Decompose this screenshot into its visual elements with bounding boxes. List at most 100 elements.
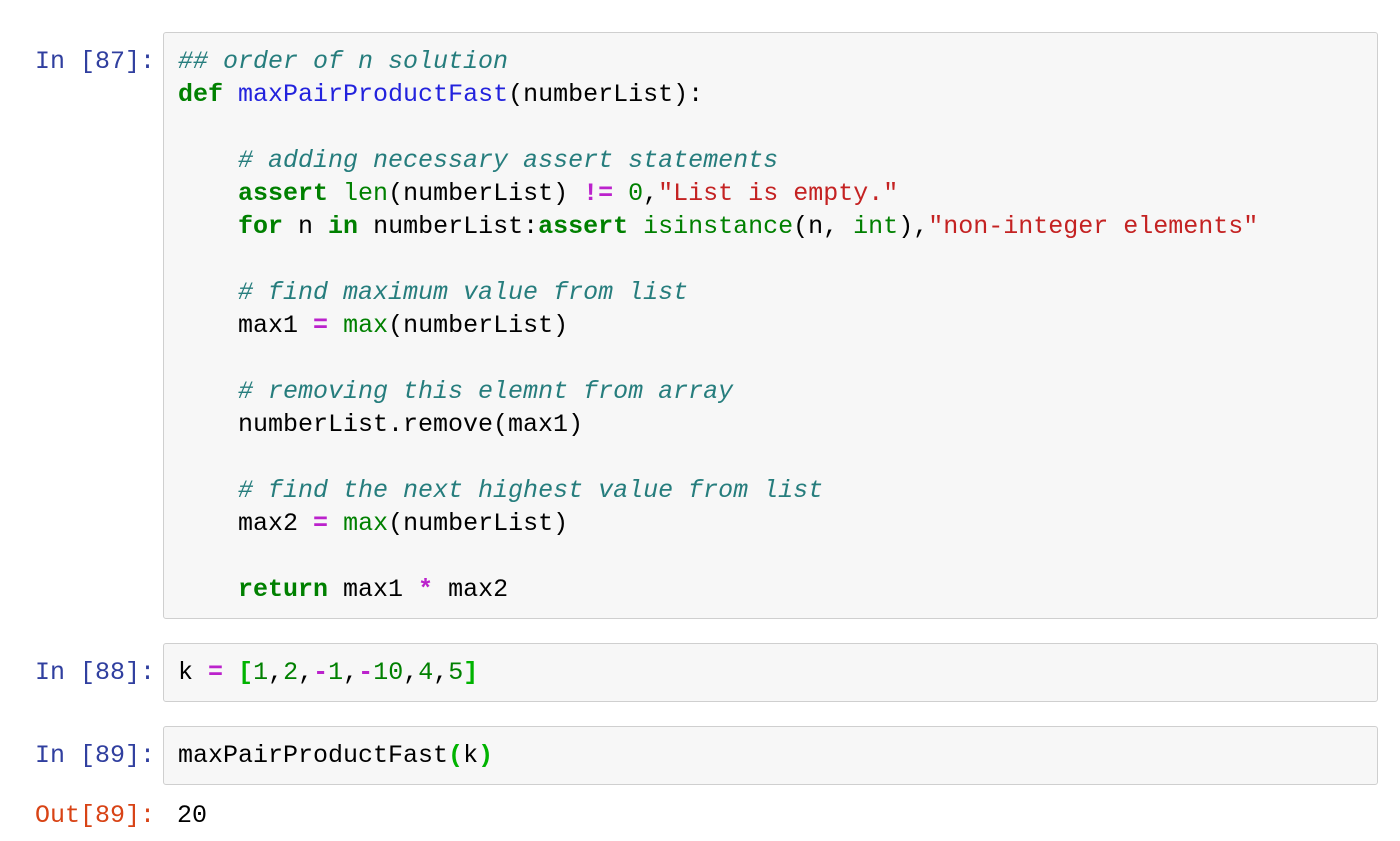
code-line bbox=[178, 243, 1363, 276]
code-token-operator: != bbox=[583, 179, 614, 208]
code-token-string: "List is empty." bbox=[658, 179, 899, 208]
code-token-comment: # adding necessary assert statements bbox=[238, 146, 779, 175]
code-token-bracket: ( bbox=[448, 741, 464, 770]
input-prompt-87: In [87]: bbox=[34, 47, 155, 76]
code-token-number: 1 bbox=[253, 658, 269, 687]
code-token-keyword: def bbox=[178, 80, 224, 109]
code-line: assert len(numberList) != 0,"List is emp… bbox=[178, 177, 1363, 210]
code-token-operator: = bbox=[208, 658, 224, 687]
code-token-plain bbox=[628, 212, 643, 241]
code-token-number: 10 bbox=[373, 658, 404, 687]
code-line: # find the next highest value from list bbox=[178, 474, 1363, 507]
code-line: def maxPairProductFast(numberList): bbox=[178, 78, 1363, 111]
code-token-plain: , bbox=[403, 658, 419, 687]
code-token-plain: (numberList) bbox=[388, 179, 584, 208]
code-editor-88[interactable]: k = [1,2,-1,-10,4,5] bbox=[163, 643, 1378, 702]
code-token-plain bbox=[178, 278, 238, 307]
code-token-bracket: [ bbox=[238, 658, 254, 687]
code-line: for n in numberList:assert isinstance(n,… bbox=[178, 210, 1363, 243]
code-token-number: 1 bbox=[328, 658, 344, 687]
code-token-comment: # find maximum value from list bbox=[238, 278, 689, 307]
code-token-plain: (n, bbox=[793, 212, 854, 241]
code-token-keyword: assert bbox=[538, 212, 629, 241]
code-token-builtin: int bbox=[853, 212, 899, 241]
code-token-plain: , bbox=[298, 658, 314, 687]
code-token-defname: maxPairProductFast bbox=[238, 80, 509, 109]
code-token-plain: , bbox=[268, 658, 284, 687]
code-token-plain: max1 bbox=[178, 311, 314, 340]
code-token-operator: * bbox=[418, 575, 434, 604]
input-prompt-88: In [88]: bbox=[34, 658, 155, 687]
code-token-keyword: for bbox=[238, 212, 284, 241]
code-line: # find maximum value from list bbox=[178, 276, 1363, 309]
code-token-bracket: ) bbox=[478, 741, 494, 770]
code-token-number: 4 bbox=[418, 658, 434, 687]
code-token-comment: ## order of n solution bbox=[178, 47, 509, 76]
code-line bbox=[178, 111, 1363, 144]
code-token-plain bbox=[328, 509, 343, 538]
code-line: ## order of n solution bbox=[178, 45, 1363, 78]
code-token-plain: , bbox=[643, 179, 659, 208]
code-token-builtin: max bbox=[343, 311, 389, 340]
code-token-plain: k bbox=[178, 658, 209, 687]
code-token-number: 0 bbox=[628, 179, 644, 208]
code-cell-88: In [88]: k = [1,2,-1,-10,4,5] bbox=[0, 643, 1400, 702]
code-token-plain: , bbox=[343, 658, 359, 687]
code-token-plain bbox=[328, 179, 343, 208]
code-line: maxPairProductFast(k) bbox=[178, 739, 1363, 772]
code-editor-89[interactable]: maxPairProductFast(k) bbox=[163, 726, 1378, 785]
code-token-builtin: max bbox=[343, 509, 389, 538]
code-token-plain: numberList.remove(max1) bbox=[178, 410, 584, 439]
code-line: numberList.remove(max1) bbox=[178, 408, 1363, 441]
code-line: # removing this elemnt from array bbox=[178, 375, 1363, 408]
code-token-plain: (numberList) bbox=[388, 311, 569, 340]
code-token-plain: , bbox=[433, 658, 449, 687]
code-token-plain bbox=[178, 377, 238, 406]
code-token-bracket: ] bbox=[463, 658, 479, 687]
code-line: # adding necessary assert statements bbox=[178, 144, 1363, 177]
code-line bbox=[178, 540, 1363, 573]
code-token-plain: (numberList): bbox=[508, 80, 704, 109]
code-token-plain bbox=[178, 476, 238, 505]
input-prompt-89: In [89]: bbox=[34, 741, 155, 770]
code-line bbox=[178, 441, 1363, 474]
code-token-operator: - bbox=[358, 658, 374, 687]
output-cell-89: Out[89]: 20 bbox=[0, 799, 1400, 832]
code-line: max1 = max(numberList) bbox=[178, 309, 1363, 342]
code-token-plain bbox=[178, 212, 238, 241]
code-token-plain: n bbox=[283, 212, 329, 241]
code-token-plain: ), bbox=[898, 212, 929, 241]
code-token-plain bbox=[178, 146, 238, 175]
code-token-string: "non-integer elements" bbox=[928, 212, 1259, 241]
code-token-plain: max2 bbox=[178, 509, 314, 538]
output-prompt-89: Out[89]: bbox=[34, 801, 155, 830]
code-line: k = [1,2,-1,-10,4,5] bbox=[178, 656, 1363, 689]
code-token-builtin: len bbox=[343, 179, 389, 208]
code-token-keyword: assert bbox=[238, 179, 329, 208]
code-token-operator: - bbox=[313, 658, 329, 687]
code-cell-89: In [89]: maxPairProductFast(k) bbox=[0, 726, 1400, 785]
code-token-plain bbox=[613, 179, 628, 208]
code-token-plain: maxPairProductFast bbox=[178, 741, 449, 770]
code-token-keyword: in bbox=[328, 212, 359, 241]
code-token-plain: numberList: bbox=[358, 212, 539, 241]
code-token-plain: k bbox=[463, 741, 479, 770]
code-token-operator: = bbox=[313, 311, 329, 340]
code-token-comment: # removing this elemnt from array bbox=[238, 377, 734, 406]
code-token-number: 2 bbox=[283, 658, 299, 687]
code-line bbox=[178, 342, 1363, 375]
code-token-builtin: isinstance bbox=[643, 212, 794, 241]
code-content-88: k = [1,2,-1,-10,4,5] bbox=[178, 656, 1363, 689]
code-token-plain bbox=[328, 311, 343, 340]
code-token-keyword: return bbox=[238, 575, 329, 604]
code-token-plain bbox=[178, 179, 238, 208]
code-token-number: 5 bbox=[448, 658, 464, 687]
code-token-plain: max2 bbox=[433, 575, 509, 604]
code-content-89: maxPairProductFast(k) bbox=[178, 739, 1363, 772]
code-token-plain bbox=[223, 658, 238, 687]
code-line: max2 = max(numberList) bbox=[178, 507, 1363, 540]
